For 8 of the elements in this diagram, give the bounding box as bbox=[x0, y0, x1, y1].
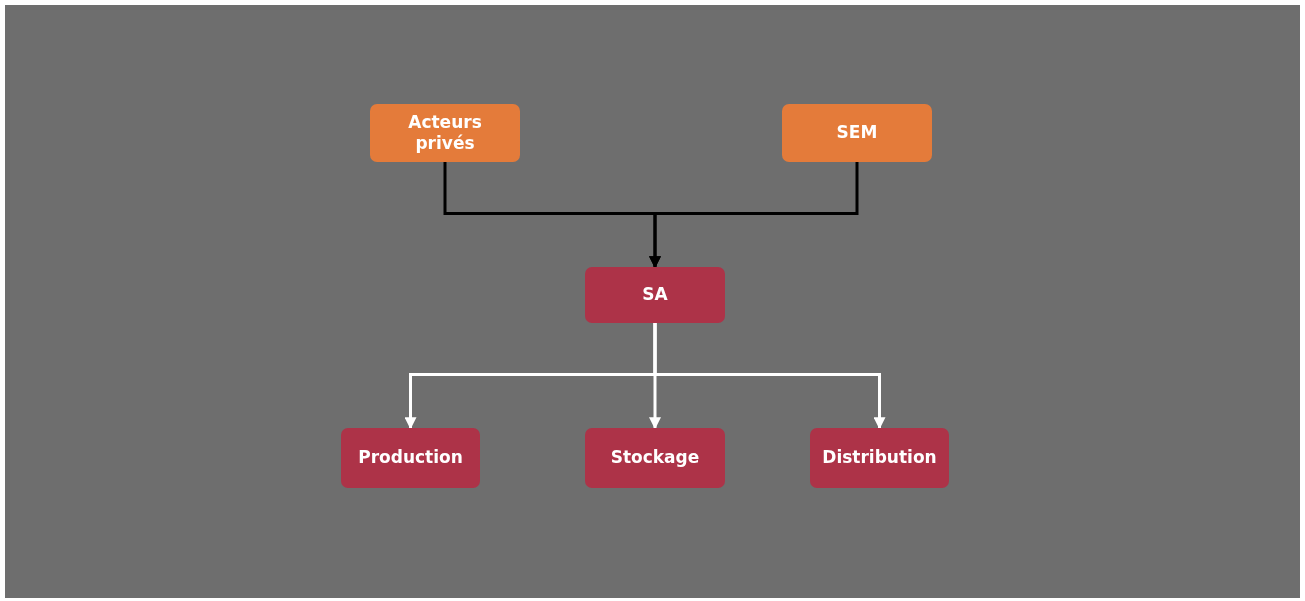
company-box: Stockage bbox=[585, 428, 725, 488]
owner-box: SEM bbox=[782, 104, 932, 162]
company-box: Production bbox=[341, 428, 480, 488]
arrow bbox=[649, 162, 859, 269]
owner-box: Acteurs privés bbox=[370, 104, 520, 162]
arrow bbox=[653, 323, 886, 430]
company-box: SA bbox=[585, 267, 725, 323]
company-box: Distribution bbox=[810, 428, 949, 488]
